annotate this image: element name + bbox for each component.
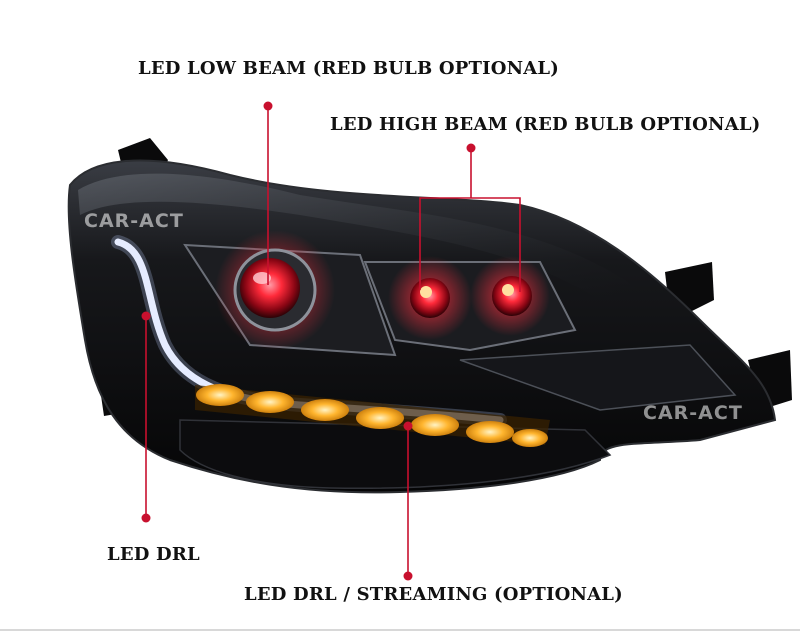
watermark-logo: CAR-ACT <box>643 402 743 424</box>
lens-reflection <box>78 173 640 300</box>
side-marker-lens <box>459 344 737 411</box>
high-beam-lights <box>388 256 550 340</box>
low-beam-projector <box>215 230 335 350</box>
high-beam-label: LED HIGH BEAM (RED BULB OPTIONAL) <box>330 114 761 135</box>
streaming-label: LED DRL / STREAMING (OPTIONAL) <box>244 584 623 605</box>
watermark-logo: CAR-ACT <box>84 210 184 232</box>
callout-lines <box>145 106 521 576</box>
amber-turn-signal <box>195 384 550 447</box>
low-beam-label: LED LOW BEAM (RED BULB OPTIONAL) <box>138 58 559 79</box>
callout-dots <box>141 101 476 581</box>
drl-label: LED DRL <box>107 544 200 565</box>
